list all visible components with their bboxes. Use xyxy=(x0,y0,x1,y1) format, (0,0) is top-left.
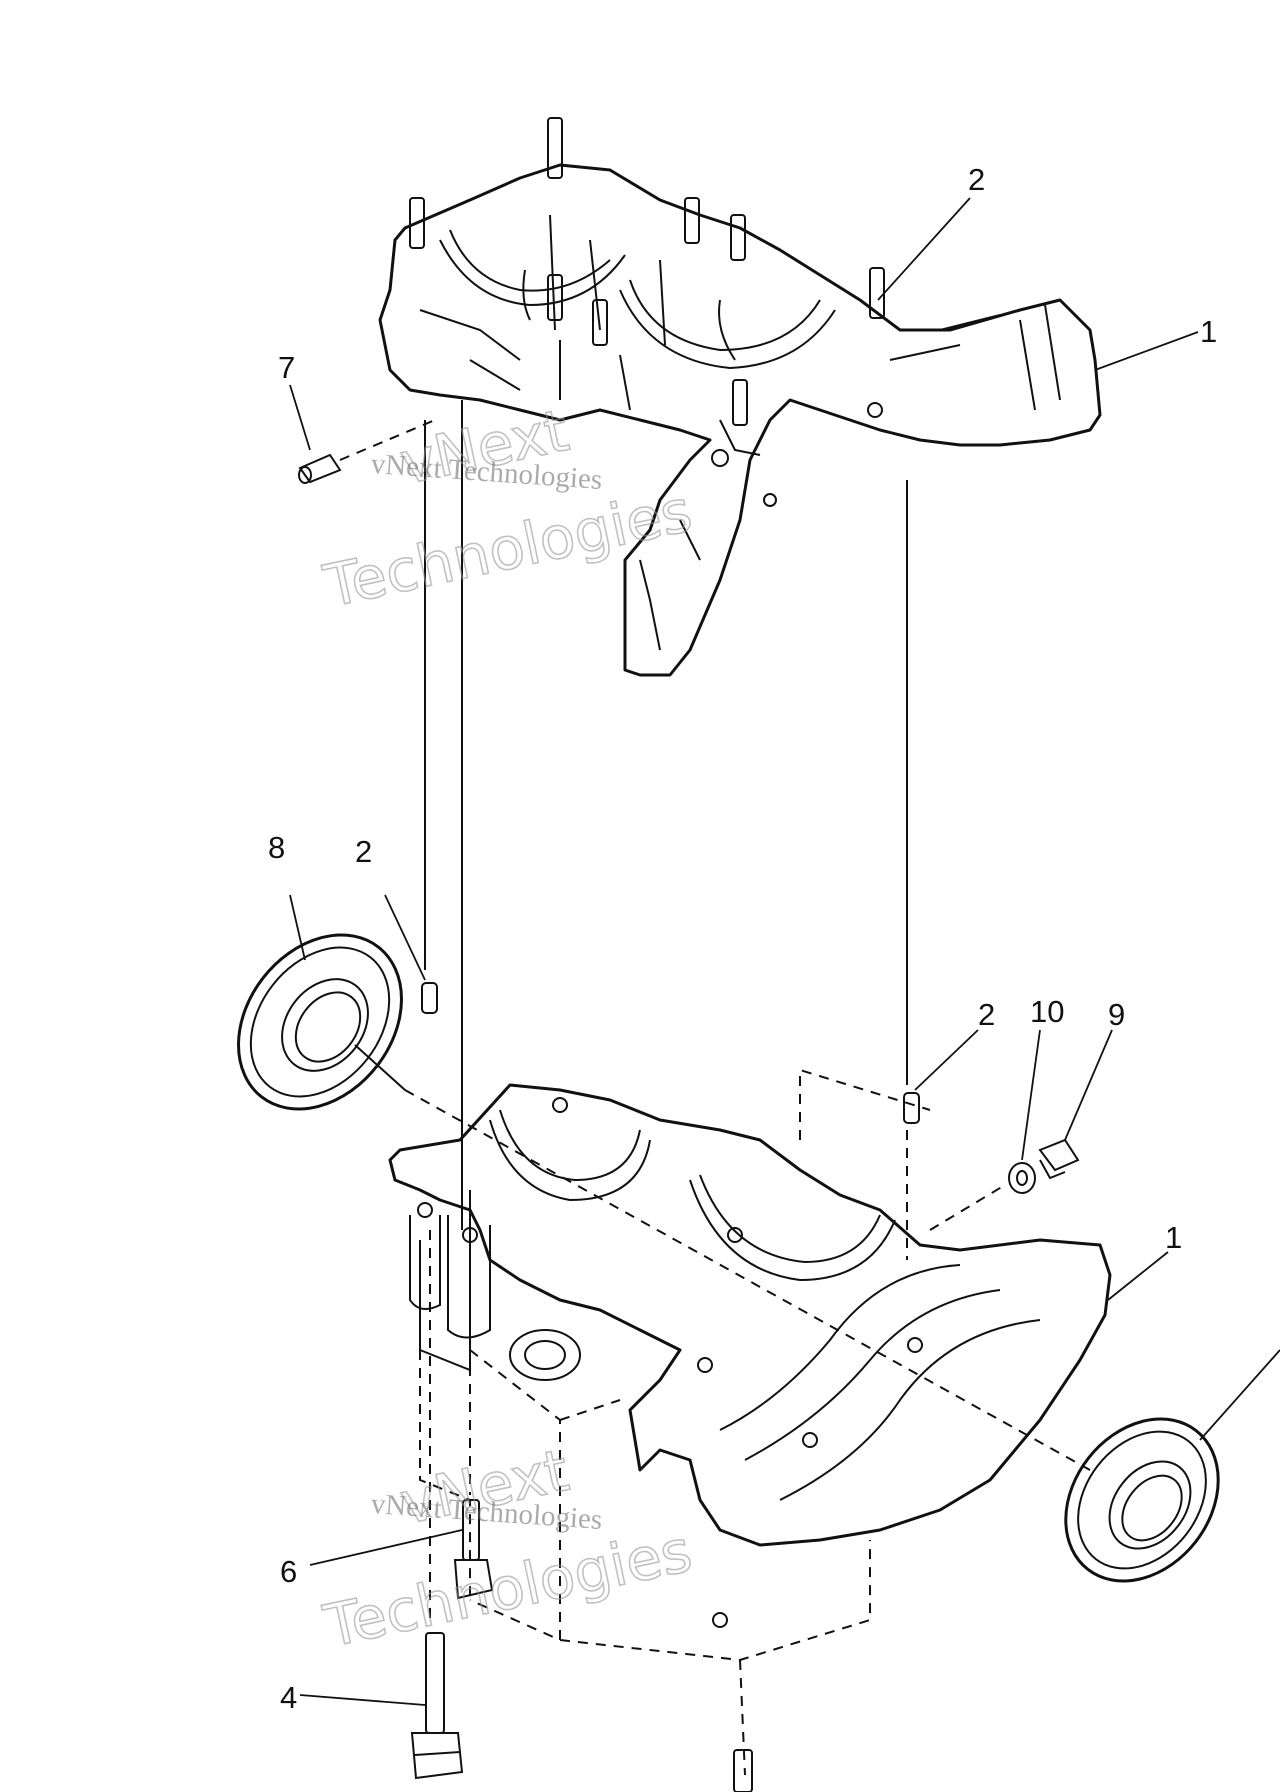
callout-10: 10 xyxy=(1030,994,1064,1029)
callout-3: 2 xyxy=(968,162,985,197)
lower-crankcase xyxy=(388,1068,1112,1776)
pin-part-7 xyxy=(298,419,436,484)
bolt-part-4 xyxy=(410,1632,464,1780)
washer-part-10 xyxy=(1008,1162,1036,1194)
callout-8: 8 xyxy=(268,830,285,865)
bolt-part-6 xyxy=(453,1499,494,1600)
callout-1-bottom: 1 xyxy=(1165,1220,1182,1255)
seal-part-8 xyxy=(237,933,403,1111)
callout-9: 9 xyxy=(1108,997,1125,1032)
watermark-top: vNext Technologies vNext Technologies xyxy=(317,395,698,621)
plug-part-9 xyxy=(1038,1138,1080,1180)
upper-crankcase xyxy=(378,117,1102,677)
watermark-bottom-big-2: Technologies xyxy=(318,1516,698,1660)
callout-4: 4 xyxy=(280,1680,297,1715)
callout-1-top: 1 xyxy=(1200,314,1217,349)
callout-6: 6 xyxy=(280,1554,297,1589)
dowel-part-2-left xyxy=(421,982,438,1014)
stud-bottom xyxy=(733,1749,753,1792)
seal-part-right xyxy=(1064,1417,1220,1583)
callout-labels: 2 1 7 8 2 2 10 9 1 6 4 xyxy=(268,162,1217,1715)
callout-7: 7 xyxy=(278,350,295,385)
callout-2-right: 2 xyxy=(978,997,995,1032)
alignment-lines xyxy=(354,400,1091,1625)
callout-2-left: 2 xyxy=(355,834,372,869)
watermark-top-big-2: Technologies xyxy=(318,476,698,620)
dowel-part-2-right xyxy=(903,1092,920,1124)
callout-leaders xyxy=(289,197,1280,1706)
